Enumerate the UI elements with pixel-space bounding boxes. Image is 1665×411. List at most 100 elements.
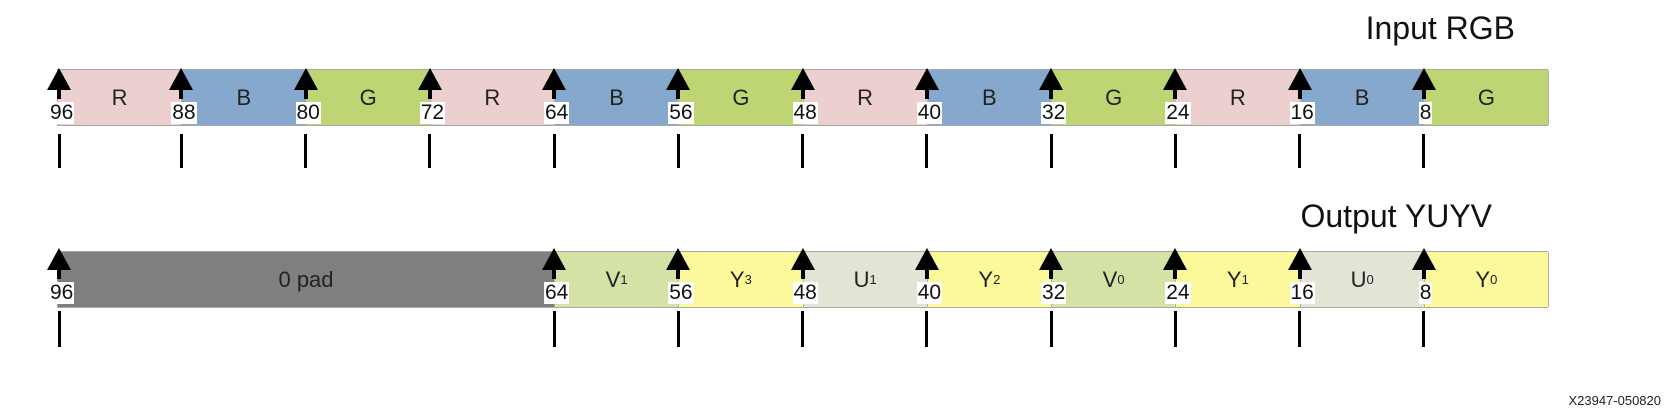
arrow-shaft [1297,268,1302,279]
arrow-shaft [924,268,929,279]
tick-mark [428,134,432,168]
segment-label: 0 pad [278,266,334,292]
bit-position-label: 32 [1041,281,1067,304]
segment-label: B [609,84,624,110]
bit-position-label: 40 [916,281,943,304]
tick-mark [1422,134,1426,168]
input-rgb-title: Input RGB [1365,10,1515,46]
bit-position-label: 56 [668,281,694,304]
bit-position-label: 24 [1165,281,1191,304]
segment-b-1: B [182,70,307,125]
segment-g-8: G [1052,70,1177,125]
segment-label: R [1229,84,1246,110]
arrow-shaft [800,88,805,99]
arrow-shaft [1049,268,1053,279]
segment-label: U [1350,266,1367,292]
arrow-up-icon [1163,68,1188,90]
arrow-up-icon [1287,68,1312,90]
arrow-up-icon [542,68,566,90]
output-yuyv-title: Output YUYV [1300,198,1492,234]
arrow-up-icon [666,248,691,270]
tick-mark [676,134,680,168]
tick-mark [1173,134,1177,168]
arrow-up-icon [169,68,194,90]
arrow-up-icon [1039,248,1063,270]
arrow-shaft [924,88,929,99]
segment-g-2: G [306,70,431,125]
segment-subscript: 0 [1490,272,1498,287]
tick-mark [801,134,804,168]
figure-id: X23947-050820 [1568,393,1661,408]
tick-mark [552,311,556,347]
segment-label: U [853,266,870,292]
arrow-shaft [800,268,805,279]
segment-b-4: B [555,70,680,125]
arrow-up-icon [417,68,442,90]
bit-position-label: 8 [1418,101,1433,124]
segment-label: Y [1226,266,1242,292]
arrow-up-icon [47,68,71,90]
segment-label: R [111,84,128,110]
bit-position-label: 48 [792,281,818,304]
tick-mark [676,311,680,347]
arrow-shaft [57,88,61,99]
segment-subscript: 2 [993,272,1001,287]
segment-label: G [1105,84,1123,110]
segment-r-9: R [1176,70,1301,125]
arrow-up-icon [1163,248,1188,270]
segment-label: G [1477,84,1495,110]
segment-r-0: R [58,70,183,125]
tick-mark [1298,311,1301,347]
bit-position-label: 96 [49,281,75,304]
segment-label: G [732,84,750,110]
tick-mark [925,311,929,347]
segment-label: R [484,84,501,110]
segment-label: B [1354,84,1370,110]
tick-mark [1422,311,1426,347]
tick-mark [57,311,61,347]
bit-position-label: 72 [419,101,446,124]
arrow-shaft [1173,268,1178,279]
arrow-up-icon [790,68,815,90]
segment-r-6: R [803,70,928,125]
segment-label: V [605,266,621,292]
arrow-shaft [427,88,432,99]
segment-subscript: 1 [1241,272,1249,287]
arrow-up-icon [914,68,939,90]
segment-subscript: 0 [1117,272,1125,287]
bit-position-label: 24 [1165,101,1191,124]
tick-mark [552,134,556,168]
arrow-up-icon [47,248,71,270]
arrow-up-icon [542,248,566,270]
tick-mark [179,134,183,168]
tick-mark [801,311,804,347]
arrow-up-icon [293,68,318,90]
segment-label: Y [729,266,745,292]
tick-mark [1173,311,1177,347]
segment-label: Y [1475,266,1491,292]
arrow-shaft [1421,88,1426,99]
segment-b-10: B [1300,70,1425,125]
segment-r-3: R [430,70,555,125]
segment-subscript: 0 [1366,272,1374,287]
arrow-shaft [552,268,556,279]
arrow-shaft [676,88,681,99]
arrow-shaft [179,88,184,99]
segment-label: Y [978,266,994,292]
bit-position-label: 96 [49,101,75,124]
tick-mark [1049,311,1053,347]
bit-position-label: 40 [916,101,943,124]
arrow-shaft [1173,88,1178,99]
arrow-up-icon [666,68,691,90]
segment-label: G [359,84,377,110]
tick-mark [1049,134,1053,168]
arrow-shaft [303,88,308,99]
